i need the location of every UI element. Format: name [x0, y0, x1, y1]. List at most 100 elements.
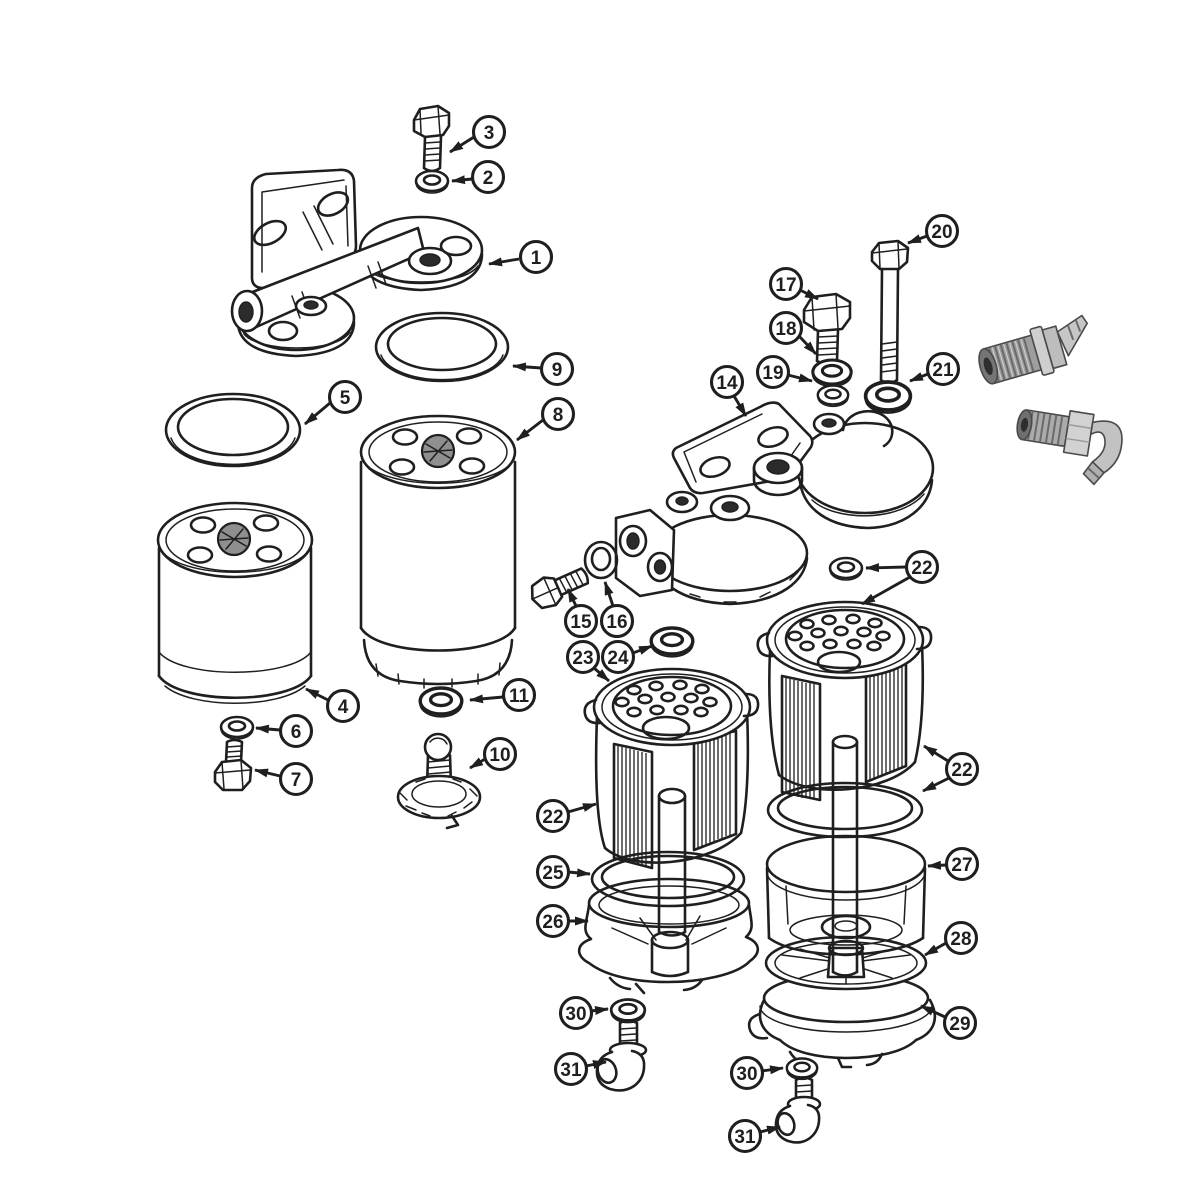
- callout-circle: [924, 213, 960, 249]
- callout-arrow: [907, 234, 928, 245]
- callout-circle: [768, 266, 804, 302]
- callout-arrow: [759, 1125, 781, 1135]
- callout-number: 16: [606, 612, 627, 633]
- callout-circle: [470, 159, 506, 195]
- callout-number: 4: [338, 697, 349, 718]
- callout-arrow: [922, 776, 950, 793]
- elbow-fitting-part31-left: [595, 1019, 648, 1092]
- filter-bowl-part26: [577, 877, 760, 995]
- callout-30-sealing-washer: 30: [729, 1055, 784, 1091]
- callout-circle: [729, 1055, 765, 1091]
- callout-arrow: [512, 362, 542, 372]
- sealing-washer-part30-left: [609, 998, 647, 1024]
- callout-circle: [558, 995, 594, 1031]
- callout-circle: [535, 798, 571, 834]
- callout-number: 5: [340, 388, 351, 409]
- callout-number: 30: [565, 1004, 586, 1025]
- callout-circle: [925, 351, 961, 387]
- callout-circle: [501, 677, 537, 713]
- callout-11-washer: 11: [469, 677, 537, 713]
- callout-circle: [278, 713, 314, 749]
- callout-arrow: [304, 401, 331, 426]
- washer-part24: [649, 626, 695, 659]
- callout-20-long-bolt: 20: [907, 213, 960, 249]
- callout-number: 17: [775, 275, 796, 296]
- callout-5-seal-ring: 5: [304, 379, 363, 426]
- callout-arrow: [593, 666, 610, 683]
- bolt-part3: [412, 104, 451, 173]
- callout-arrow: [255, 724, 281, 734]
- callout-number: 31: [560, 1060, 582, 1081]
- callout-circle: [709, 364, 745, 400]
- callout-number: 2: [483, 168, 494, 189]
- callout-circle: [943, 920, 979, 956]
- callout-arrow: [761, 1065, 784, 1075]
- callout-circle: [599, 603, 635, 639]
- callout-10-drain-valve: 10: [469, 736, 518, 772]
- callout-number: 15: [570, 612, 592, 633]
- callout-arrow: [861, 575, 911, 606]
- washer-part19: [816, 384, 850, 408]
- drain-valve-part10: [396, 732, 482, 830]
- callout-circle: [278, 761, 314, 797]
- callout-circle: [518, 239, 554, 275]
- callout-number: 14: [716, 373, 738, 394]
- washer-part2: [414, 169, 450, 195]
- callout-number: 19: [762, 363, 783, 384]
- callout-9-seal-ring: 9: [512, 351, 575, 387]
- callout-number: 23: [572, 648, 593, 669]
- callout-number: 18: [775, 319, 796, 340]
- callout-number: 8: [553, 405, 564, 426]
- callout-arrow: [797, 335, 818, 355]
- callout-25-seal-ring: 25: [535, 854, 591, 890]
- callout-24-washer: 24: [600, 639, 653, 675]
- callout-circle: [944, 846, 980, 882]
- callout-3-bolt: 3: [449, 114, 507, 154]
- callout-circle: [325, 688, 361, 724]
- callout-circle: [727, 1118, 763, 1154]
- bowl-filter-element-right: [756, 600, 933, 977]
- callout-circle: [482, 736, 518, 772]
- seal-ring-part16: [583, 540, 619, 580]
- callout-circle: [944, 751, 980, 787]
- callout-number: 10: [489, 745, 510, 766]
- callout-arrow: [590, 1006, 609, 1015]
- callout-arrow: [585, 1060, 607, 1069]
- callout-arrow: [566, 588, 578, 607]
- washer-part6: [219, 715, 255, 741]
- seal-ring-part5: [164, 392, 302, 468]
- callout-arrow: [927, 860, 947, 870]
- callout-7-bolt: 7: [254, 761, 314, 797]
- hose-fitting-photo-elbow: [1016, 409, 1123, 486]
- seal-ring-part25: [590, 850, 746, 908]
- callout-2-sealing-washer: 2: [451, 159, 506, 195]
- callout-arrow: [603, 581, 615, 607]
- seal-ring-right-element: [766, 781, 924, 839]
- callout-circle: [539, 351, 575, 387]
- callout-circle: [553, 1051, 589, 1087]
- callout-14-twin-filter-head: 14: [709, 364, 748, 417]
- seal-ring-part9: [374, 311, 510, 383]
- callout-4-spin-on-filter-element: 4: [305, 687, 361, 724]
- callout-27-glass-bowl: 27: [927, 846, 980, 882]
- callout-arrow: [451, 175, 473, 185]
- callout-arrow: [909, 372, 929, 383]
- washer-part11: [418, 686, 464, 719]
- callout-31-elbow-fitting: 31: [727, 1118, 781, 1154]
- callout-arrow: [923, 744, 949, 763]
- callout-arrow: [567, 802, 597, 814]
- callout-number: 22: [951, 760, 972, 781]
- callout-circle: [535, 903, 571, 939]
- callout-arrow: [488, 257, 520, 267]
- callout-29-bowl-base: 29: [920, 1004, 978, 1041]
- callout-8-spin-on-filter-element: 8: [516, 396, 576, 442]
- callout-arrow: [469, 694, 504, 704]
- callout-arrow: [567, 868, 591, 878]
- callout-circle: [563, 603, 599, 639]
- callout-number: 29: [949, 1014, 970, 1035]
- washer-part18: [811, 358, 853, 388]
- callout-number: 22: [911, 558, 932, 579]
- callout-6-washer: 6: [255, 713, 314, 749]
- callout-arrow: [449, 135, 475, 154]
